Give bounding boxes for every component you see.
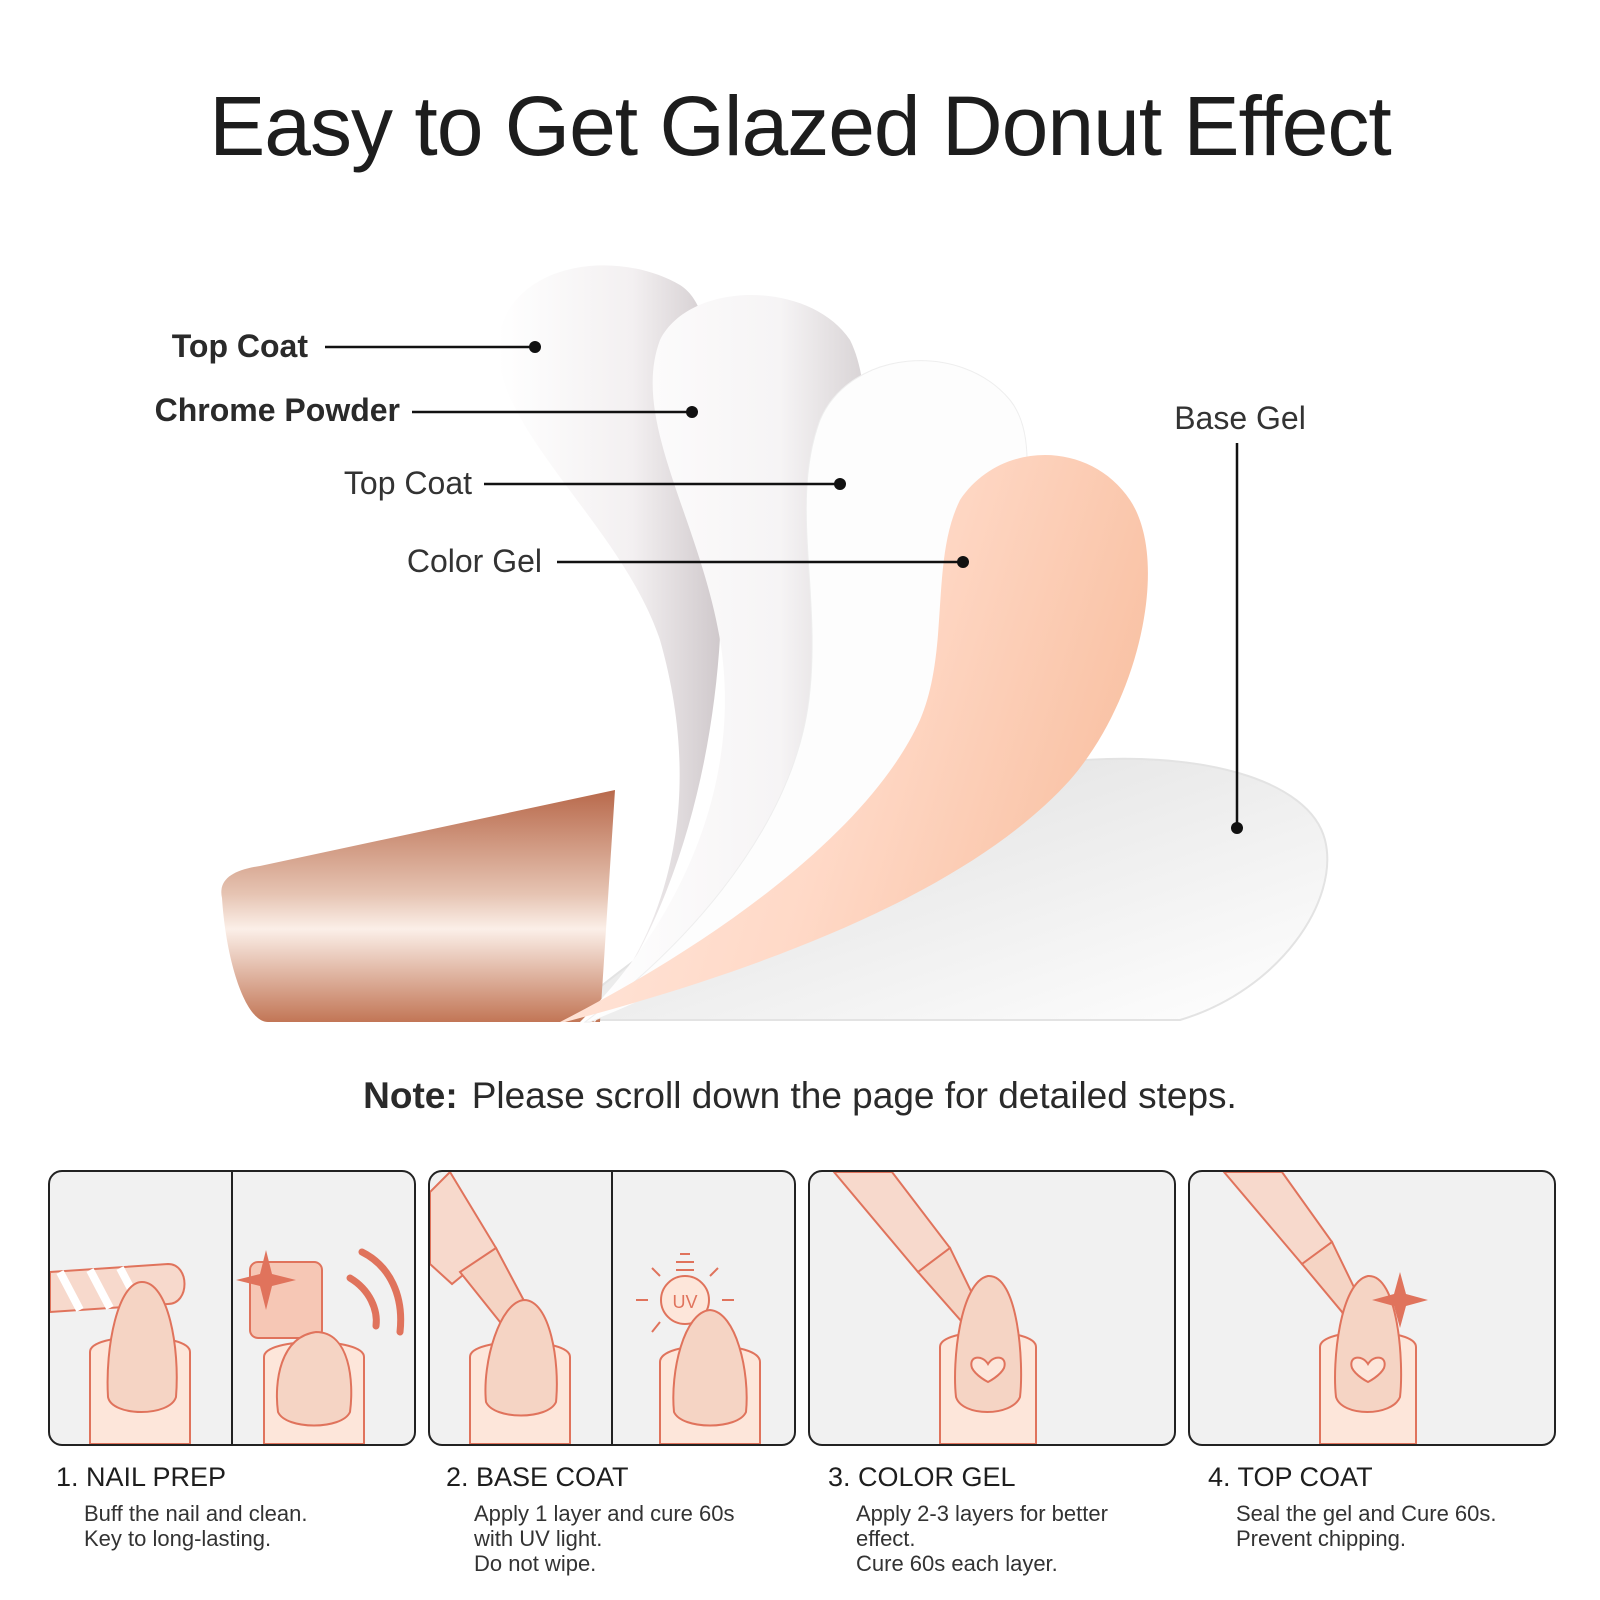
step-4-panel: [1188, 1170, 1556, 1446]
note-label: Note:: [363, 1075, 458, 1116]
step-line: Seal the gel and Cure 60s.: [1236, 1501, 1497, 1526]
step-title: 3. COLOR GEL: [828, 1462, 1016, 1492]
step-description: Apply 2-3 layers for better effect. Cure…: [828, 1501, 1108, 1576]
leader-lines: [325, 341, 1243, 834]
uv-lamp-icon: UV: [636, 1253, 734, 1333]
motion-arcs-icon: [346, 1248, 405, 1336]
layer-label-chrome-powder: Chrome Powder: [155, 392, 400, 428]
step-line: Do not wipe.: [474, 1551, 597, 1576]
step-description: Buff the nail and clean. Key to long-las…: [56, 1501, 307, 1551]
step-title: 2. BASE COAT: [446, 1462, 629, 1492]
layer-label-base-gel: Base Gel: [1174, 400, 1306, 436]
sparkle-icon: [1372, 1272, 1428, 1328]
color-gel-layer: [560, 455, 1148, 1022]
step-line: effect.: [856, 1526, 916, 1551]
step-line: Apply 1 layer and cure 60s: [474, 1501, 735, 1526]
sparkle-icon: [236, 1250, 323, 1339]
step-line: Buff the nail and clean.: [84, 1501, 308, 1526]
step-line: Cure 60s each layer.: [856, 1551, 1058, 1576]
heart-icon: [970, 1356, 1006, 1384]
step-1-panel: [48, 1170, 416, 1446]
step-line: with UV light.: [474, 1526, 603, 1551]
layer-label-top-coat-2: Top Coat: [344, 465, 472, 501]
step-2-panel: UV: [428, 1170, 796, 1446]
page-title: Easy to Get Glazed Donut Effect: [209, 79, 1391, 173]
note-text: Please scroll down the page for detailed…: [471, 1075, 1237, 1116]
layer-label-color-gel: Color Gel: [407, 543, 542, 579]
heart-icon: [1350, 1356, 1386, 1384]
step-description: Seal the gel and Cure 60s. Prevent chipp…: [1208, 1501, 1497, 1551]
step-3-panel: [808, 1170, 1176, 1446]
note: Note: Please scroll down the page for det…: [0, 1075, 1600, 1117]
step-2-label: 2. BASE COAT Apply 1 layer and cure 60s …: [446, 1462, 735, 1576]
nail-layers-diagram: Top Coat Chrome Powder Top Coat Color Ge…: [155, 265, 1329, 1023]
chrome-powder-layer: [580, 295, 866, 1022]
finger-icon: [89, 1280, 191, 1444]
finger-icon: [263, 1330, 365, 1444]
finger-icon: [469, 1298, 571, 1444]
finger-icon: [939, 1274, 1037, 1444]
chrome-strip: [221, 790, 615, 1022]
step-title: 1. NAIL PREP: [56, 1462, 227, 1492]
finger-icon: [1319, 1274, 1417, 1444]
step-description: Apply 1 layer and cure 60s with UV light…: [446, 1501, 735, 1576]
uv-label: UV: [672, 1292, 697, 1312]
step-3-label: 3. COLOR GEL Apply 2-3 layers for better…: [828, 1462, 1108, 1576]
step-line: Prevent chipping.: [1236, 1526, 1406, 1551]
layer-label-top-coat-1: Top Coat: [172, 328, 309, 364]
step-title: 4. TOP COAT: [1208, 1462, 1373, 1492]
step-line: Key to long-lasting.: [84, 1526, 272, 1551]
step-line: Apply 2-3 layers for better: [856, 1501, 1108, 1526]
step-1-label: 1. NAIL PREP Buff the nail and clean. Ke…: [56, 1462, 307, 1551]
finger-icon: [659, 1308, 761, 1444]
step-4-label: 4. TOP COAT Seal the gel and Cure 60s. P…: [1208, 1462, 1497, 1551]
